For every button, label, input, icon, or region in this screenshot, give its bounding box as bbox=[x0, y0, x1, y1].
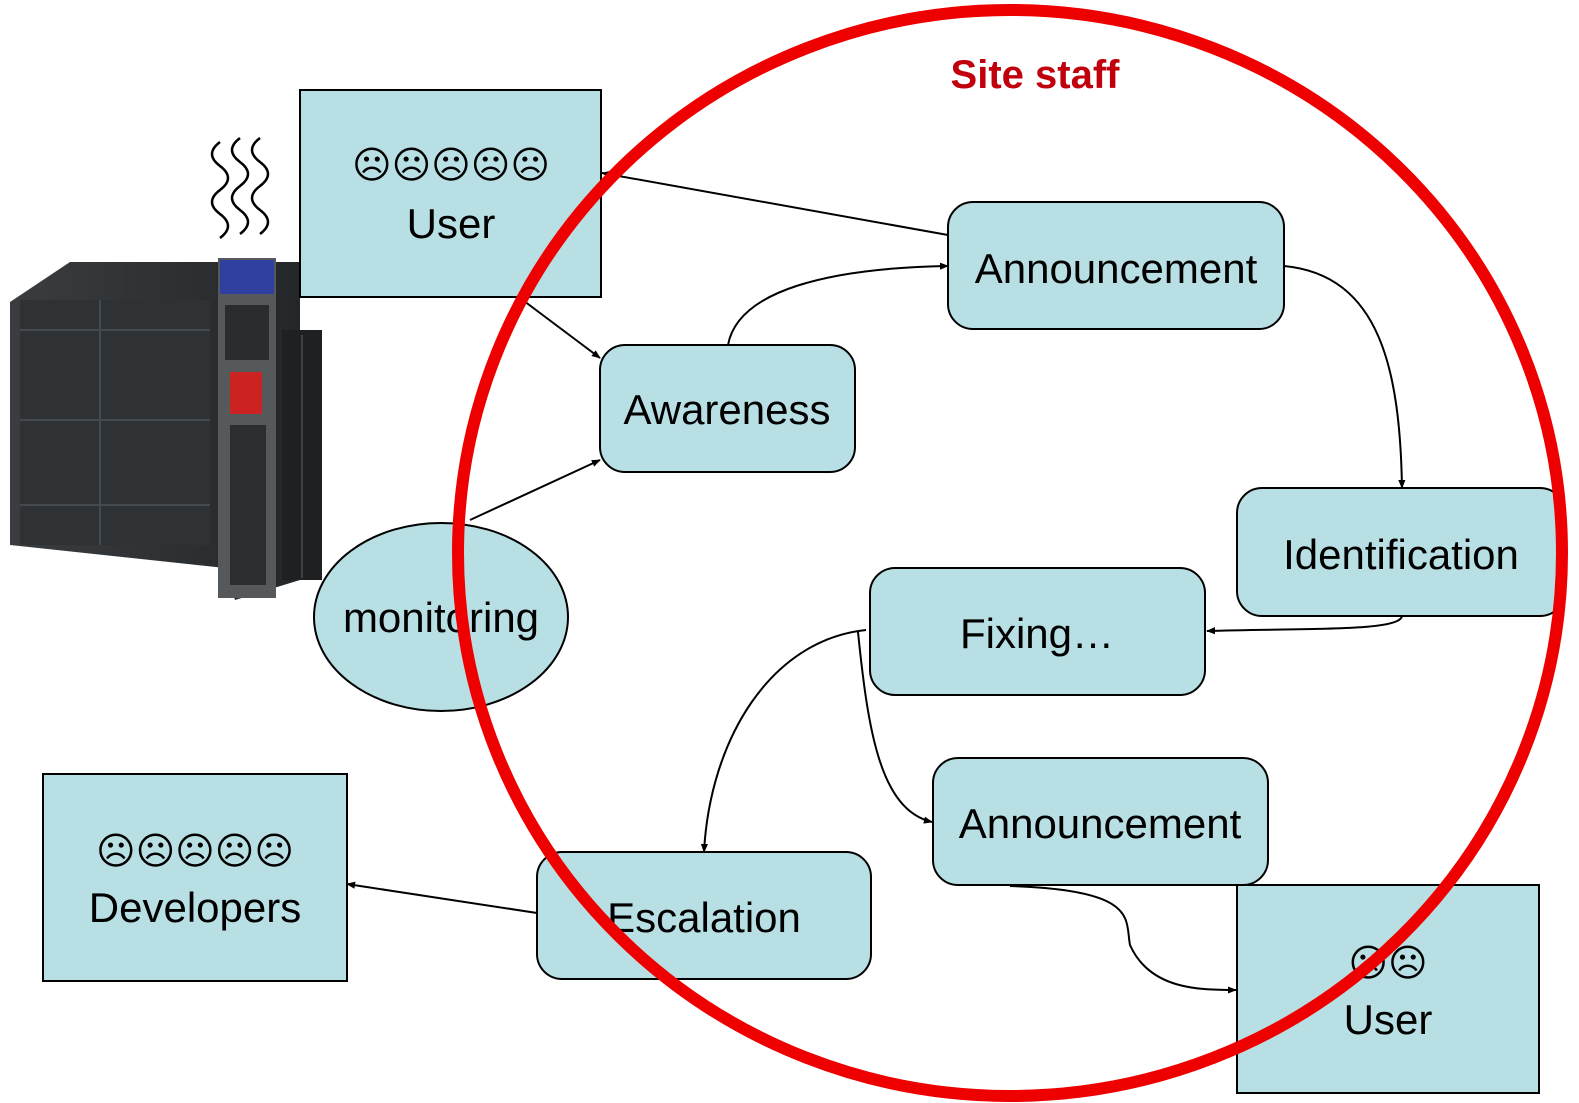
node-identification: Identification bbox=[1236, 487, 1566, 617]
site-staff-circle bbox=[452, 4, 1568, 1102]
identification-label: Identification bbox=[1283, 531, 1519, 578]
monitoring-label: monitoring bbox=[343, 594, 539, 641]
edge-fixing-to-escalation bbox=[700, 629, 867, 853]
node-fixing: Fixing… bbox=[869, 567, 1206, 696]
server-rack-icon bbox=[10, 258, 322, 600]
announcement-bottom-label: Announcement bbox=[959, 800, 1242, 847]
escalation-label: Escalation bbox=[607, 894, 801, 941]
user-top-label: User bbox=[407, 200, 496, 247]
node-awareness: Awareness bbox=[599, 344, 856, 473]
edge-announcement-to-user-bottom bbox=[1009, 885, 1237, 994]
awareness-label: Awareness bbox=[623, 386, 830, 433]
edge-fixing-to-announcement bbox=[857, 631, 933, 824]
node-developers: ☹☹☹☹☹ Developers bbox=[42, 773, 348, 982]
edge-announcement-to-identification bbox=[1283, 265, 1406, 489]
edge-escalation-to-developers bbox=[346, 881, 538, 914]
edge-monitoring-to-awareness bbox=[469, 459, 601, 521]
site-staff-title: Site staff bbox=[951, 53, 1121, 97]
node-monitoring: monitoring bbox=[313, 522, 569, 712]
node-user-top: ☹☹☹☹☹ User bbox=[299, 89, 602, 298]
node-announcement-bottom: Announcement bbox=[932, 757, 1269, 886]
heat-waves-icon bbox=[210, 137, 270, 239]
node-announcement-top: Announcement bbox=[947, 201, 1285, 330]
user-bottom-label: User bbox=[1344, 996, 1433, 1043]
edge-announcement-to-user bbox=[601, 170, 949, 236]
edge-identification-to-fixing bbox=[1206, 615, 1403, 635]
user-top-faces: ☹☹☹☹☹ bbox=[352, 145, 550, 187]
node-escalation: Escalation bbox=[536, 851, 872, 980]
fixing-label: Fixing… bbox=[960, 610, 1114, 657]
edge-user-to-awareness bbox=[519, 297, 601, 359]
node-user-bottom: ☹☹ User bbox=[1236, 884, 1540, 1094]
connectors bbox=[346, 170, 1406, 994]
announcement-top-label: Announcement bbox=[975, 245, 1258, 292]
developers-faces: ☹☹☹☹☹ bbox=[96, 831, 294, 873]
developers-label: Developers bbox=[89, 884, 301, 931]
edge-awareness-to-announcement bbox=[727, 262, 949, 346]
